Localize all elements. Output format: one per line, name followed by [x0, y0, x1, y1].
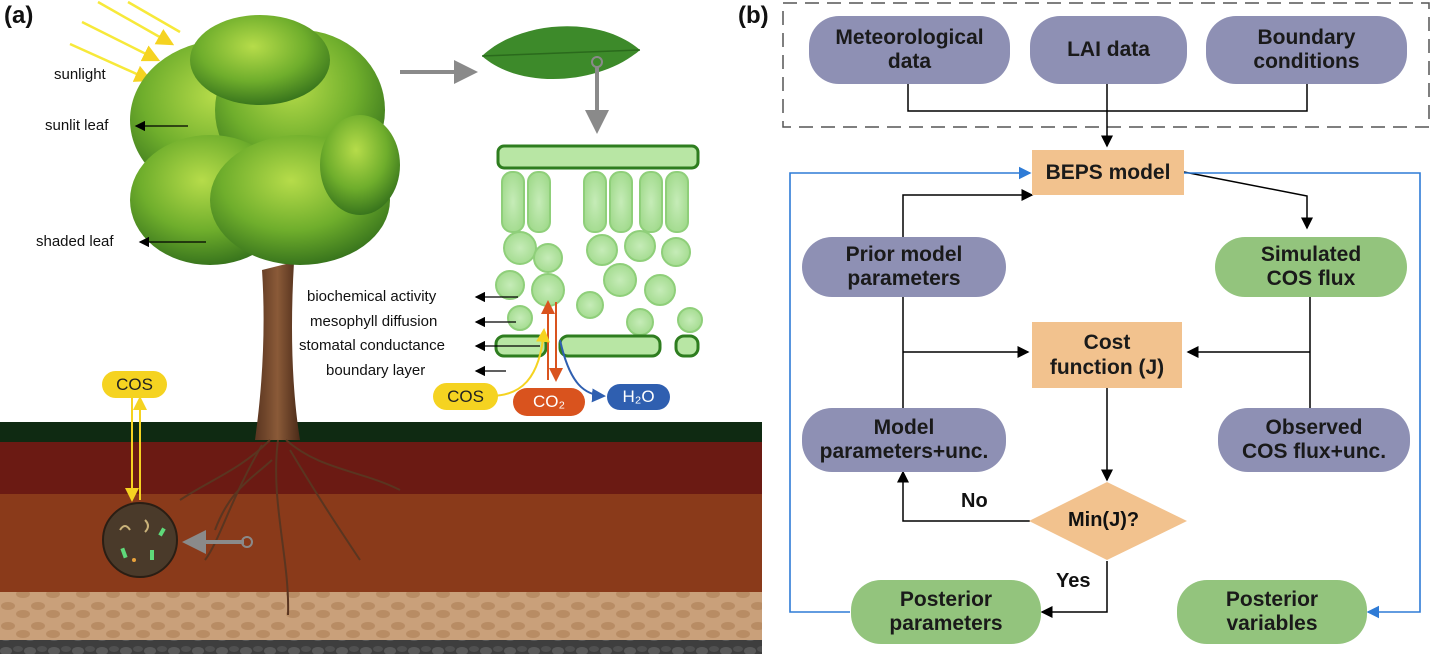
- co2-tag: CO₂: [513, 388, 585, 416]
- panel-b-label: (b): [738, 2, 769, 29]
- shaded-leaf-label: shaded leaf: [36, 233, 114, 250]
- boundary-layer-label: boundary layer: [326, 362, 426, 379]
- sunlight-rays-icon: [69, 0, 181, 82]
- sunlit-leaf-label: sunlit leaf: [45, 117, 109, 134]
- decision-label: Min(J)?: [1068, 509, 1140, 531]
- yes-label: Yes: [1056, 570, 1091, 592]
- grass-layer: [0, 422, 762, 442]
- soil-microbes-icon: [102, 502, 178, 578]
- sand-layer: [0, 592, 762, 640]
- no-label: No: [961, 490, 988, 512]
- panel-a-label: (a): [4, 2, 34, 29]
- beps-model-box: BEPS model: [1032, 150, 1184, 195]
- tree-trunk: [255, 262, 300, 440]
- bedrock-layer: [0, 640, 762, 654]
- tree-canopy: [130, 15, 400, 265]
- lai-data-pill: LAI data: [1030, 16, 1187, 84]
- decision-diamond: [1029, 482, 1187, 560]
- tree-roots: [179, 439, 401, 616]
- topsoil-layer: [0, 442, 762, 494]
- stomatal-conductance-label: stomatal conductance: [299, 337, 445, 354]
- mesophyll-diffusion-label: mesophyll diffusion: [310, 313, 438, 330]
- cos-soil-tag: COS: [102, 371, 167, 398]
- h2o-tag: H₂O: [607, 384, 670, 410]
- cos-leaf-tag: COS: [433, 383, 498, 410]
- inputs-group-frame: [782, 2, 1430, 128]
- sunlight-label: sunlight: [54, 66, 106, 83]
- biochemical-activity-label: biochemical activity: [307, 288, 437, 305]
